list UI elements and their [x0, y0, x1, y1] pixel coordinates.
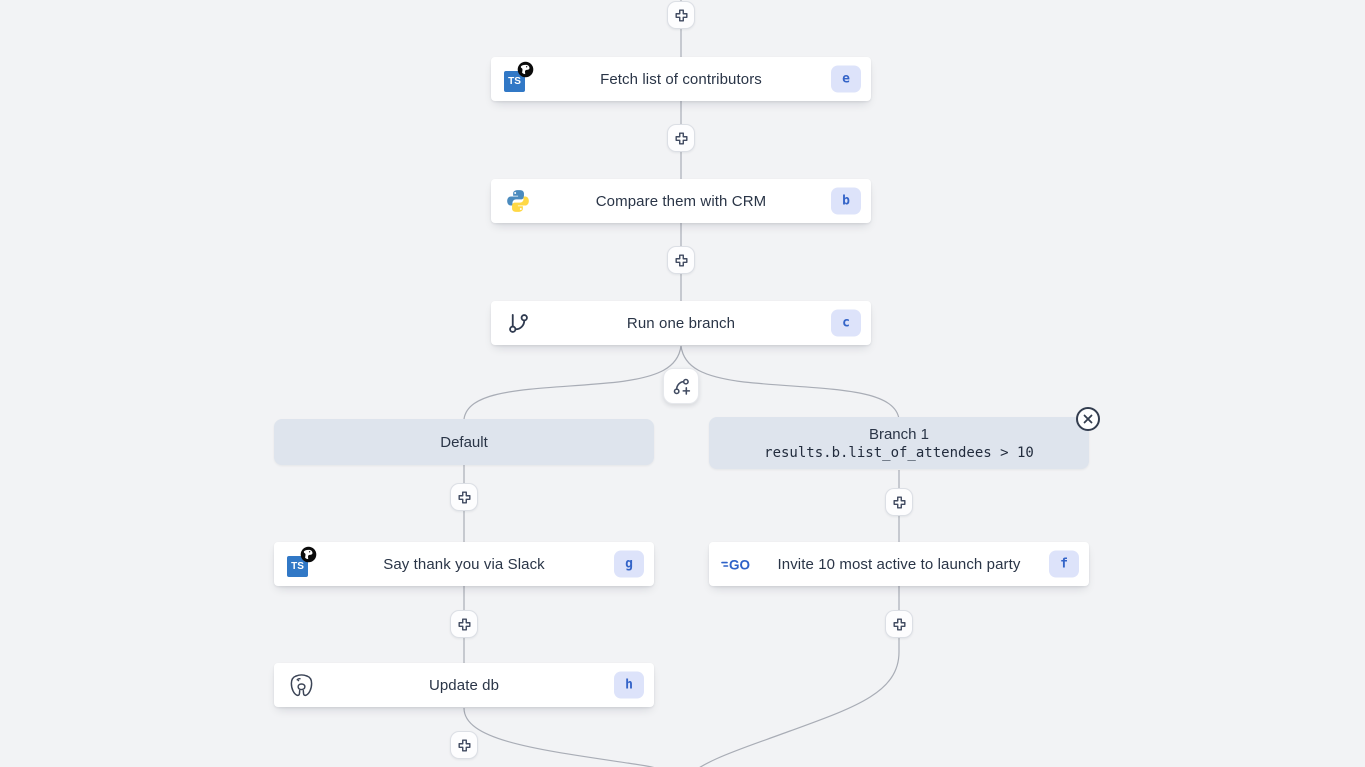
step-id-badge: f [1049, 550, 1079, 578]
go-icon: GO [720, 548, 752, 580]
step-label: Update db [428, 676, 500, 694]
step-id-badge: b [831, 187, 861, 215]
branch-header-default[interactable]: Default [274, 419, 654, 465]
add-step-button[interactable] [885, 488, 913, 516]
step-label: Compare them with CRM [595, 192, 767, 210]
add-step-button[interactable] [450, 731, 478, 759]
deno-icon [517, 61, 534, 78]
add-step-button[interactable] [667, 124, 695, 152]
step-id-badge: e [831, 65, 861, 93]
flow-step-run-one-branch[interactable]: Run one branch c [491, 301, 871, 345]
python-icon [502, 185, 534, 217]
plus-icon [674, 131, 688, 145]
branch-title: Default [440, 433, 488, 451]
branch-plus-icon [673, 378, 690, 395]
plus-icon [674, 8, 688, 22]
step-label: Run one branch [626, 314, 736, 332]
plus-icon [457, 490, 471, 504]
plus-icon [892, 617, 906, 631]
add-step-button[interactable] [667, 1, 695, 29]
flow-step-slack-thanks[interactable]: TS Say thank you via Slack g [274, 542, 654, 586]
postgresql-icon [285, 669, 317, 701]
flow-step-invite-launch-party[interactable]: GO Invite 10 most active to launch party… [709, 542, 1089, 586]
git-branch-icon [502, 307, 534, 339]
go-logo-text: GO [729, 558, 750, 573]
add-step-button[interactable] [450, 610, 478, 638]
step-id-badge: c [831, 309, 861, 337]
step-id-badge: g [614, 550, 644, 578]
branch-header-branch1[interactable]: Branch 1 results.b.list_of_attendees > 1… [709, 417, 1089, 469]
add-branch-button[interactable] [663, 368, 699, 404]
plus-icon [457, 617, 471, 631]
connector-line-branch-right [680, 345, 900, 420]
deno-icon [300, 546, 317, 563]
add-step-button[interactable] [667, 246, 695, 274]
typescript-icon: TS [287, 556, 308, 577]
typescript-icon: TS [504, 71, 525, 92]
connector-line-merge-right [699, 651, 900, 767]
close-icon [1083, 414, 1093, 424]
plus-icon [457, 738, 471, 752]
flow-step-compare-crm[interactable]: Compare them with CRM b [491, 179, 871, 223]
flow-step-update-db[interactable]: Update db h [274, 663, 654, 707]
plus-icon [674, 253, 688, 267]
add-step-button[interactable] [450, 483, 478, 511]
branch-title: Branch 1 [868, 425, 930, 443]
step-id-badge: h [614, 671, 644, 699]
add-step-button[interactable] [885, 610, 913, 638]
step-label: Fetch list of contributors [600, 70, 762, 88]
remove-branch-button[interactable] [1076, 407, 1100, 431]
connector-line-merge-left [463, 707, 655, 767]
step-label: Say thank you via Slack [383, 555, 545, 573]
deno-typescript-icon: TS [285, 546, 317, 580]
branch-condition: results.b.list_of_attendees > 10 [764, 444, 1034, 461]
flow-step-fetch-contributors[interactable]: TS Fetch list of contributors e [491, 57, 871, 101]
plus-icon [892, 495, 906, 509]
connector-line-branch-left [463, 345, 682, 420]
deno-typescript-icon: TS [502, 61, 534, 95]
step-label: Invite 10 most active to launch party [777, 555, 1021, 573]
